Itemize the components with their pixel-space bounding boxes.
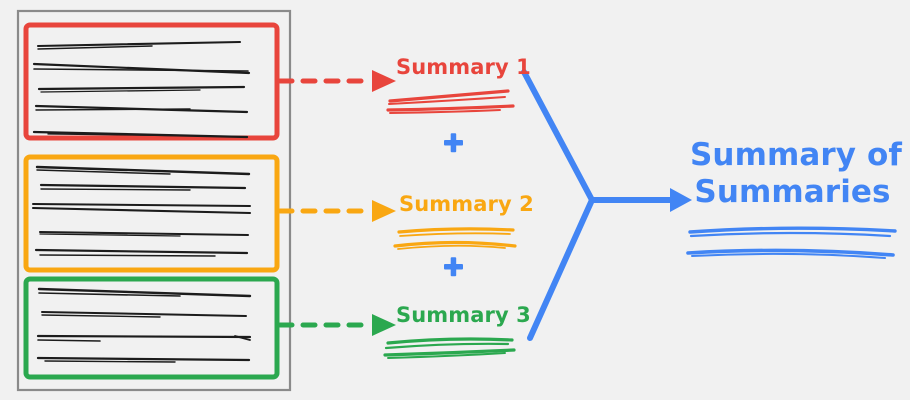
source-document-frame[interactable] xyxy=(16,9,292,392)
arrow-chunk3-to-summary3[interactable] xyxy=(277,314,396,336)
chunk-3-text-lines xyxy=(36,287,252,363)
final-output-label[interactable]: Summary of Summaries xyxy=(690,137,902,210)
final-output-underline xyxy=(686,226,897,259)
chunk-1-border xyxy=(23,22,280,141)
summary-3-underline xyxy=(383,337,516,359)
chunk-1-text-lines xyxy=(32,40,251,139)
summary-1-label[interactable]: Summary 1 xyxy=(396,55,531,79)
document-chunk-2[interactable] xyxy=(23,154,280,273)
plus-operator-1 xyxy=(444,133,463,153)
document-chunk-1[interactable] xyxy=(23,22,280,141)
summary-1-underline xyxy=(386,89,515,114)
final-output-label-line-1: Summary of xyxy=(690,137,902,173)
merge-arrowhead xyxy=(670,188,692,212)
arrow-chunk1-to-summary1[interactable] xyxy=(277,70,396,92)
arrow-chunk2-to-summary2[interactable] xyxy=(277,200,396,222)
chunk-2-text-lines xyxy=(31,165,252,257)
merge-connector[interactable] xyxy=(521,69,692,341)
summary-2-label[interactable]: Summary 2 xyxy=(399,192,534,216)
final-output-label-line-2: Summaries xyxy=(694,173,891,210)
summary-2-underline xyxy=(393,227,517,250)
plus-operator-2 xyxy=(444,257,463,277)
chunk-3-border xyxy=(23,276,280,380)
summary-3-label[interactable]: Summary 3 xyxy=(396,303,531,327)
chunk-2-border xyxy=(23,154,280,273)
document-chunk-3[interactable] xyxy=(23,276,280,380)
